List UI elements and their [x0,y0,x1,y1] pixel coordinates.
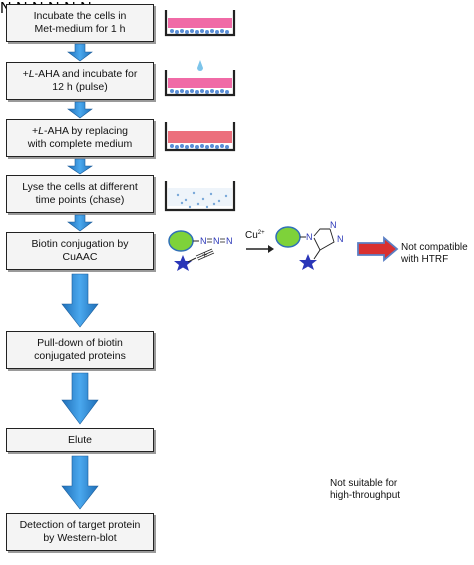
not-compatible-line2: with HTRF [401,254,449,265]
step-3-line1: +L-AHA by replacing [31,125,129,137]
step-5-line1: Biotin conjugation by [31,238,129,250]
down-arrow-4 [67,214,93,232]
azide-protein: N N N [168,230,233,252]
step-1-line1: Incubate the cells in [33,10,127,22]
not-suitable-text: Not suitable for high-throughput [330,478,400,502]
svg-text:N: N [337,234,344,244]
svg-text:N: N [200,236,207,246]
step-5-line2: CuAAC [62,251,98,263]
down-arrow-3 [67,158,93,175]
down-arrow-5 [61,273,99,328]
down-arrow-7 [61,455,99,510]
step-6-line2: conjugated proteins [34,350,126,362]
not-suitable-line1: Not suitable for [330,478,398,489]
not-compatible-line1: Not compatible [401,242,468,253]
triazole-product-1: N N N [275,220,344,270]
step-8-line2: by Western-blot [43,532,117,544]
step-1-line2: Met-medium for 1 h [34,23,126,35]
step-2-line1: +L-AHA and incubate for [22,68,138,80]
step-2-line2: 12 h (pulse) [52,81,108,93]
reaction-arrow [246,245,274,253]
down-arrow-2 [67,101,93,119]
step-box-7: Elute [6,428,154,452]
svg-text:N: N [226,236,233,246]
svg-text:N: N [306,232,313,242]
catalyst-label: Cu2+ [245,230,265,241]
not-compatible-text: Not compatible with HTRF [401,242,468,266]
svg-text:N: N [330,220,337,230]
step-8-line1: Detection of target protein [19,519,141,531]
l-prefix: L [38,125,44,137]
not-suitable-line2: high-throughput [330,490,401,501]
culture-dish-1 [164,10,236,37]
l-prefix: L [28,68,35,80]
step-4-line1: Lyse the cells at different [22,181,138,193]
culture-dish-3 [164,122,236,152]
svg-text:N: N [213,236,220,246]
step-3-line2: with complete medium [27,138,133,150]
down-arrow-1 [67,43,93,62]
alkyne-biotin [174,248,215,271]
step-4-line2: time points (chase) [35,194,125,206]
down-arrow-6 [61,372,99,425]
lysate-dish [164,181,236,212]
step-6-line1: Pull-down of biotin [37,337,123,349]
culture-dish-2 [164,60,236,97]
step-7-line1: Elute [68,433,92,446]
not-compatible-arrow [357,236,399,262]
